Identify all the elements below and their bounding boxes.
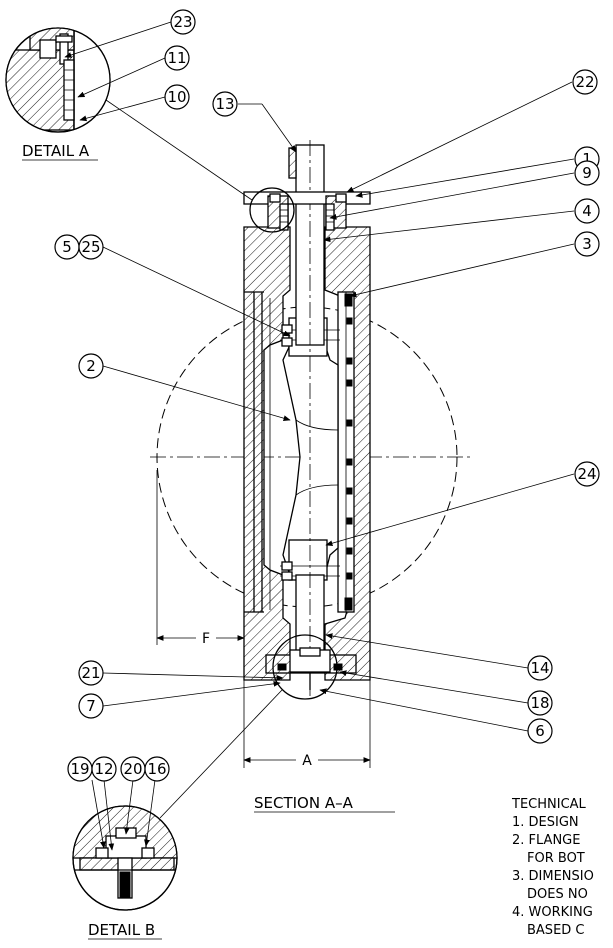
svg-text:25: 25 — [81, 238, 100, 256]
svg-text:16: 16 — [147, 760, 166, 778]
technical-notes: TECHNICAL 1. DESIGN 2. FLANGE FOR BOT 3.… — [511, 797, 594, 938]
seat-retaining-screws — [344, 293, 353, 611]
valve-body — [243, 226, 371, 681]
balloon-16: 16 — [144, 756, 170, 782]
detail-b-caption: DETAIL B — [88, 921, 155, 939]
dimension-a-label: A — [302, 753, 312, 769]
balloon-18: 18 — [527, 690, 553, 716]
svg-text:12: 12 — [94, 760, 113, 778]
svg-text:6: 6 — [535, 722, 545, 740]
balloon-25: 25 — [78, 234, 104, 260]
balloon-11: 11 — [164, 45, 190, 71]
svg-text:9: 9 — [582, 164, 592, 182]
balloon-3: 3 — [574, 231, 600, 257]
section-caption: SECTION A–A — [254, 794, 354, 812]
notes-line-3b: DOES NO — [527, 887, 588, 902]
svg-text:18: 18 — [530, 694, 549, 712]
balloon-20: 20 — [120, 756, 146, 782]
detail-a-locator — [249, 187, 295, 233]
svg-text:1: 1 — [582, 150, 592, 168]
balloon-9: 9 — [574, 160, 600, 186]
svg-text:4: 4 — [582, 202, 592, 220]
svg-text:13: 13 — [215, 95, 234, 113]
svg-text:22: 22 — [575, 73, 594, 91]
dimension-a: A — [243, 680, 371, 769]
detail-a-connector — [105, 99, 253, 201]
svg-text:11: 11 — [167, 49, 186, 67]
balloon-24: 24 — [574, 461, 600, 487]
balloon-6: 6 — [527, 718, 553, 744]
dimension-f-label: F — [202, 631, 210, 647]
notes-line-2b: FOR BOT — [527, 851, 585, 866]
balloon-5: 5 — [54, 234, 80, 260]
svg-text:14: 14 — [530, 659, 549, 677]
balloon-12: 12 — [91, 756, 117, 782]
detail-b-connector — [159, 689, 283, 819]
notes-heading: TECHNICAL — [511, 797, 587, 812]
top-mounting-flange — [243, 191, 371, 231]
balloon-7: 7 — [78, 693, 104, 719]
svg-text:5: 5 — [62, 238, 72, 256]
bottom-cover — [265, 647, 357, 690]
balloon-13: 13 — [212, 91, 238, 117]
svg-text:10: 10 — [167, 88, 186, 106]
notes-line-3: 3. DIMENSIO — [512, 869, 594, 884]
stem-key — [288, 147, 297, 179]
balloon-14: 14 — [527, 655, 553, 681]
svg-text:24: 24 — [577, 465, 596, 483]
svg-text:7: 7 — [86, 697, 96, 715]
detail-b-locator — [272, 634, 338, 700]
detail-b-view: DETAIL B — [72, 805, 178, 940]
main-section-view: F A SECTION A–A — [150, 140, 470, 813]
balloon-19: 19 — [67, 756, 93, 782]
notes-line-2: 2. FLANGE — [512, 833, 580, 848]
svg-text:23: 23 — [173, 13, 192, 31]
leader-lines — [64, 21, 575, 851]
balloon-4: 4 — [574, 198, 600, 224]
notes-line-4: 4. WORKING — [512, 905, 593, 920]
notes-line-1: 1. DESIGN — [512, 815, 579, 830]
dimension-f: F — [156, 470, 245, 647]
svg-text:2: 2 — [86, 357, 96, 375]
detail-a-caption: DETAIL A — [22, 142, 90, 160]
balloon-10: 10 — [164, 84, 190, 110]
balloon-23: 23 — [170, 9, 196, 35]
notes-line-4b: BASED C — [527, 923, 585, 938]
balloon-21: 21 — [78, 660, 104, 686]
svg-text:3: 3 — [582, 235, 592, 253]
svg-text:21: 21 — [81, 664, 100, 682]
svg-text:19: 19 — [70, 760, 89, 778]
svg-text:20: 20 — [123, 760, 142, 778]
balloon-22: 22 — [572, 69, 598, 95]
balloon-2: 2 — [78, 353, 104, 379]
